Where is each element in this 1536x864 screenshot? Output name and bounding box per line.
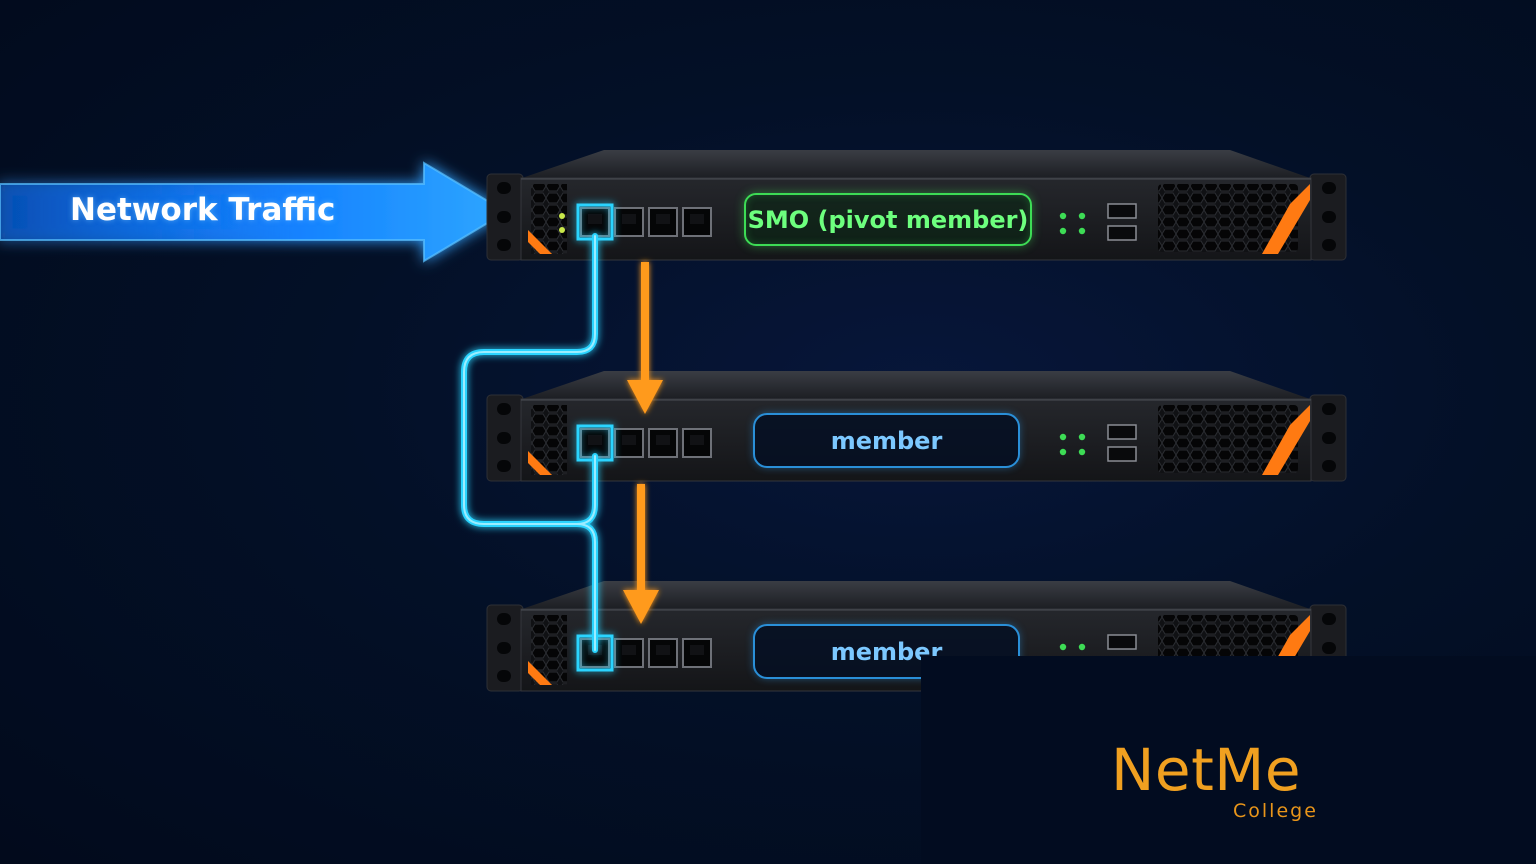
brand-logo: NetMe College [1105, 690, 1365, 830]
brand-name: NetMe [1111, 736, 1302, 804]
flow-arrow-1 [627, 262, 663, 414]
network-traffic-arrow [0, 161, 508, 263]
network-traffic-label: Network Traffic [70, 192, 336, 228]
link-led-icon [559, 227, 565, 233]
flow-arrow-2 [623, 484, 659, 624]
brand-subtitle: College [1233, 800, 1318, 822]
member-badge: member [753, 413, 1020, 468]
overlay-panel [921, 656, 1536, 864]
link-led-icon [559, 213, 565, 219]
pivot-member-badge: SMO (pivot member) [744, 193, 1032, 246]
